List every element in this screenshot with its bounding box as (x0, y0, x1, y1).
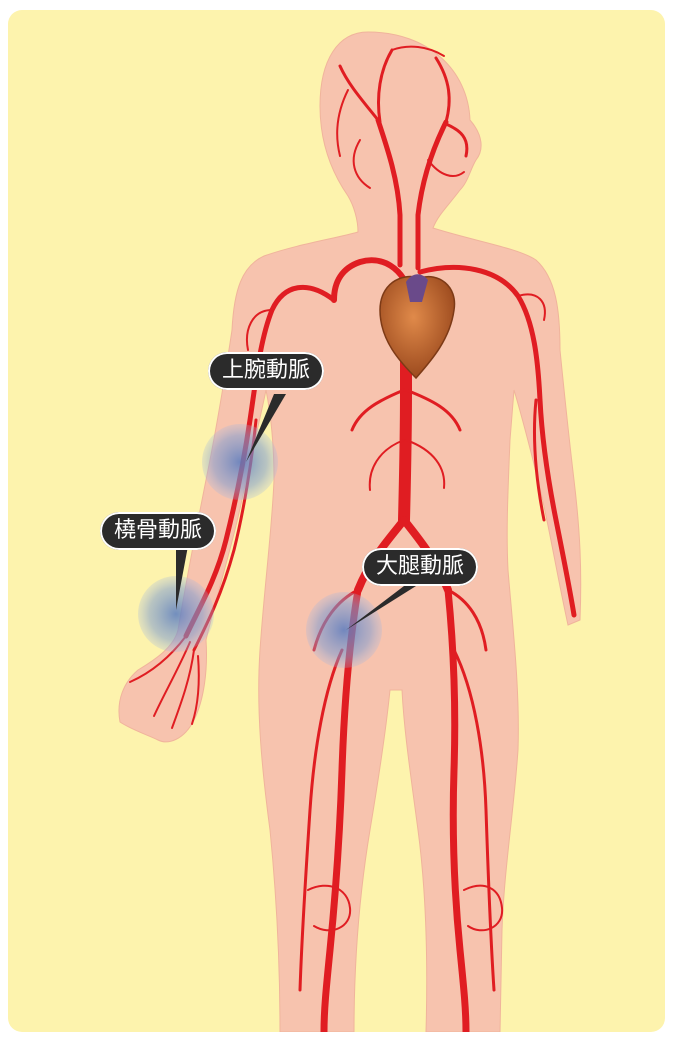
pulse-marker-brachial[interactable] (202, 424, 278, 500)
label-femoral-artery: 大腿動脈 (362, 548, 478, 586)
label-brachial-artery: 上腕動脈 (208, 352, 324, 390)
pulse-marker-femoral[interactable] (306, 592, 382, 668)
label-radial-artery: 橈骨動脈 (100, 512, 216, 550)
